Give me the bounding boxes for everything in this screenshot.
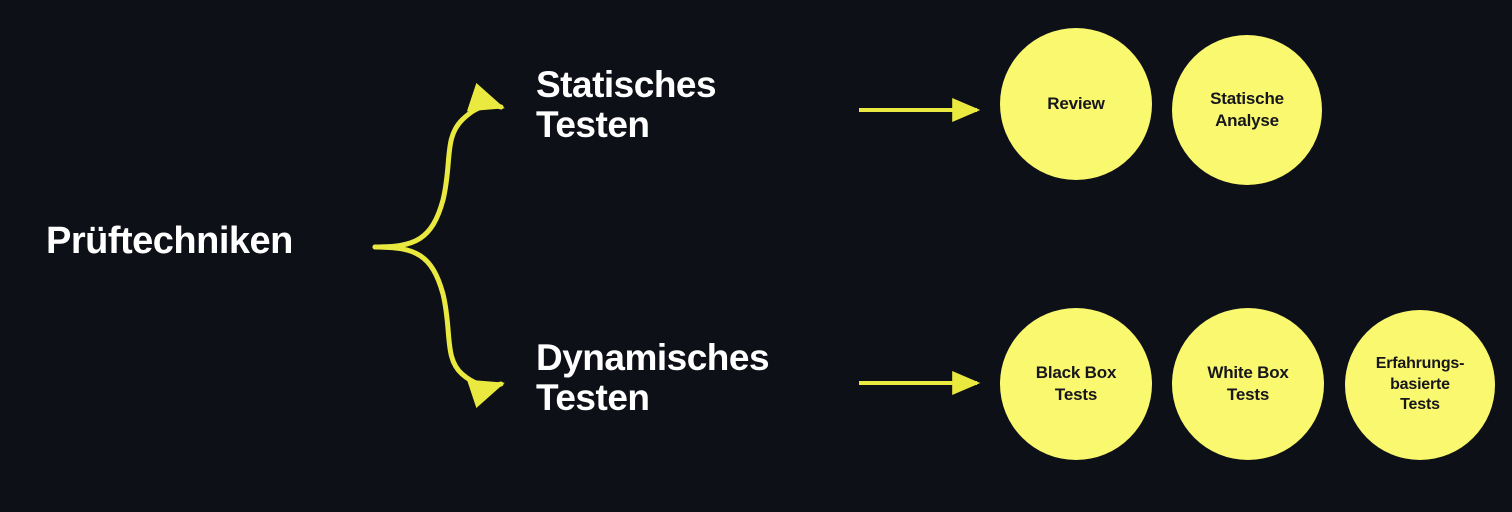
branch-label-dynamic: Dynamisches Testen: [536, 337, 770, 418]
fork-to-dynamic-arrow: [372, 244, 505, 409]
leaf-circle-erfahrungsbasierte-tests: Erfahrungs- basierte Tests: [1345, 310, 1495, 460]
leaf-circle-review: Review: [1000, 28, 1152, 180]
leaf-circle-black-box-tests-label: Black Box Tests: [1035, 363, 1117, 404]
leaf-circle-erfahrungsbasierte-tests-label: Erfahrungs- basierte Tests: [1375, 355, 1465, 414]
root-node-label: Prüftechniken: [46, 220, 293, 262]
leaf-circle-statische-analyse-label: Statische Analyse: [1210, 89, 1284, 130]
fork-to-static-arrow: [372, 82, 505, 250]
branch-label-static: Statisches Testen: [536, 64, 717, 145]
leaf-circle-white-box-tests: White Box Tests: [1172, 308, 1324, 460]
leaf-circle-white-box-tests-label: White Box Tests: [1207, 363, 1289, 404]
leaf-circle-statische-analyse: Statische Analyse: [1172, 35, 1322, 185]
leaf-circle-black-box-tests: Black Box Tests: [1000, 308, 1152, 460]
leaf-circle-review-label: Review: [1047, 94, 1105, 114]
